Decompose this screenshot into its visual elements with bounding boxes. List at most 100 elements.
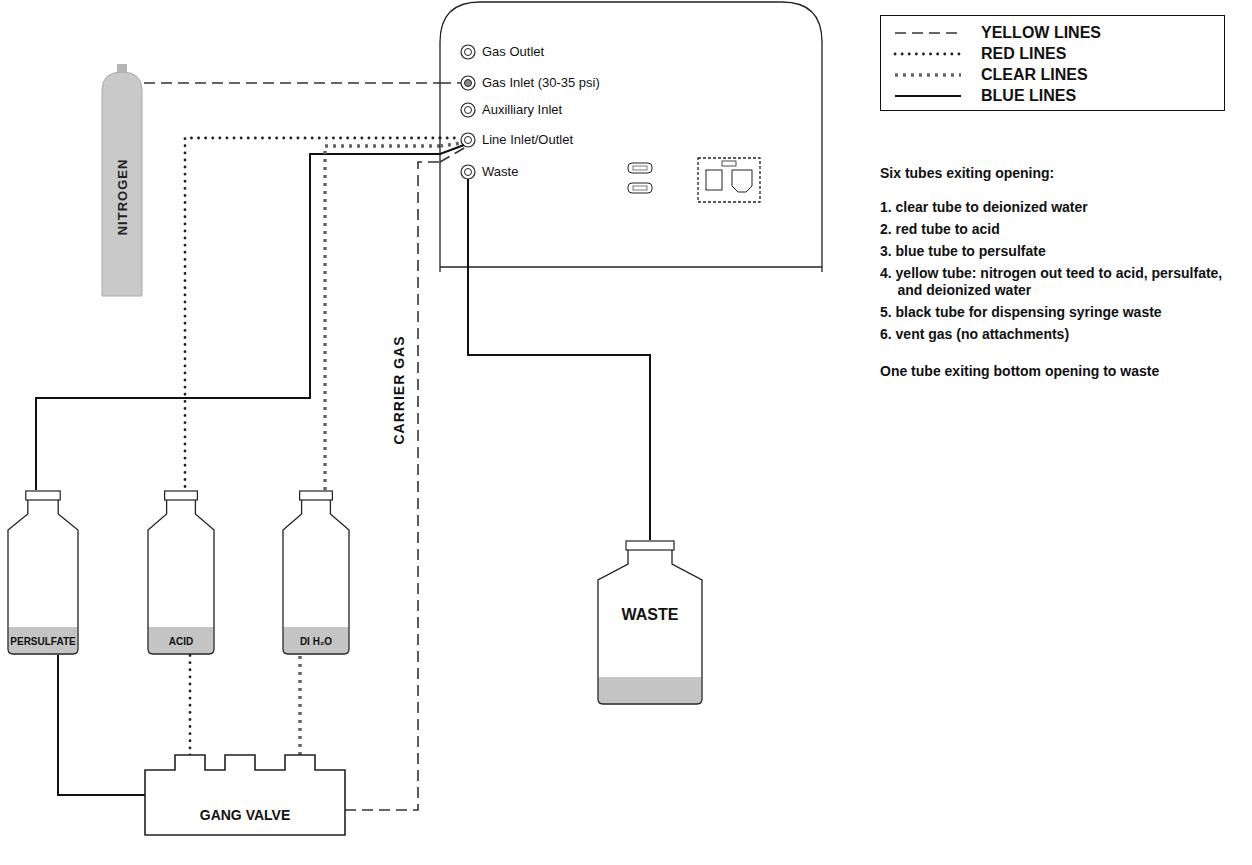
port-fitting <box>461 103 475 117</box>
port-label: Waste <box>482 164 518 180</box>
node-shape <box>145 755 345 835</box>
gas-cylinder: NITROGEN <box>100 70 144 296</box>
tube-stub <box>440 147 466 162</box>
bottle-cap <box>26 491 60 500</box>
bottle-outline <box>283 500 349 654</box>
port-fitting <box>465 137 472 144</box>
fuse-holder <box>722 161 736 166</box>
liquid-level <box>9 627 78 654</box>
node-shape <box>5 490 81 655</box>
legend-sample <box>893 25 965 41</box>
tube-stub <box>440 82 461 84</box>
power-socket <box>732 170 752 192</box>
gang-valve: GANG VALVE <box>145 755 345 835</box>
tube-stub <box>440 137 461 140</box>
bottle-cap <box>626 541 674 550</box>
tube-line <box>468 272 650 540</box>
tube-stub <box>440 143 462 146</box>
port-fitting <box>465 49 472 56</box>
note-text: 5. black tube for dispensing syringe was… <box>880 304 1242 321</box>
node-shape <box>280 490 352 655</box>
legend-sample <box>893 67 965 83</box>
bottle-cap <box>165 491 198 500</box>
legend-line-sample <box>895 95 961 97</box>
port-fitting <box>461 165 475 179</box>
note-text: 1. clear tube to deionized water <box>880 199 1242 216</box>
legend-sample <box>893 46 965 62</box>
bottle-label: DI H₂O <box>300 636 332 648</box>
bottle-label: WASTE <box>622 609 679 621</box>
tube-line <box>185 138 440 490</box>
legend-line-sample <box>895 73 961 77</box>
port-fitting <box>461 76 475 90</box>
serial-connector <box>633 186 647 190</box>
note-text: 3. blue tube to persulfate <box>880 243 1242 260</box>
cylinder-valve <box>117 64 127 72</box>
serial-connector <box>628 183 652 193</box>
note-text: 6. vent gas (no attachments) <box>880 326 1242 343</box>
legend-text: YELLOW LINES <box>981 24 1101 42</box>
analyzer-housing: Gas OutletGas Inlet (30-35 psi) Auxilliar… <box>440 2 822 272</box>
housing-shelf <box>440 266 822 267</box>
legend-text: BLUE LINES <box>981 87 1076 105</box>
bottle-outline <box>598 550 702 704</box>
reagent-bottle: DI H₂O <box>280 490 352 655</box>
legend-box: YELLOW LINES RED LINES CLEAR LINES BLUE LIN… <box>880 15 1225 111</box>
bottle-label: PERSULFATE <box>10 636 75 648</box>
serial-connector <box>633 166 647 170</box>
tube-line <box>325 146 440 490</box>
port-label: Gas Inlet (30-35 psi) <box>482 75 600 91</box>
tube-line <box>298 655 302 755</box>
legend-row: YELLOW LINES <box>881 23 1224 43</box>
liquid-level <box>149 627 214 654</box>
port-label: Gas Outlet <box>482 44 544 60</box>
node-shape <box>145 490 217 655</box>
cylinder-outline <box>102 72 142 296</box>
tube-line <box>144 82 440 84</box>
bottle-cap <box>300 491 333 500</box>
legend-row: RED LINES <box>881 44 1224 64</box>
valve-outline <box>145 755 345 835</box>
port-fitting <box>465 107 472 114</box>
reagent-bottle: PERSULFATE <box>5 490 81 655</box>
port-fitting <box>465 80 472 87</box>
tube-line <box>58 655 145 795</box>
port-label: Line Inlet/Outlet <box>482 132 573 148</box>
legend-text: RED LINES <box>981 45 1066 63</box>
liquid-level <box>599 677 702 704</box>
notes-block: Six tubes exiting opening: 1. clear tube … <box>880 165 1242 380</box>
reagent-bottle: ACID <box>145 490 217 655</box>
port-fitting <box>465 169 472 176</box>
tube-line <box>189 655 192 755</box>
bottle-label: ACID <box>169 636 193 648</box>
bottle-outline <box>148 500 214 654</box>
port-label: Auxilliary Inlet <box>482 102 562 118</box>
note-text: One tube exiting bottom opening to waste <box>880 363 1242 380</box>
waste-bottle: WASTE <box>595 540 705 705</box>
port-fitting <box>461 45 475 59</box>
legend-line-sample <box>895 53 961 56</box>
power-module <box>698 158 760 202</box>
note-text: 4. yellow tube: nitrogen out teed to aci… <box>880 265 1242 299</box>
legend-line-sample <box>895 32 961 34</box>
bottle-outline <box>8 500 78 654</box>
valve-label: GANG VALVE <box>200 807 291 823</box>
power-switch <box>706 170 722 190</box>
tube-line <box>345 162 440 810</box>
legend-row: BLUE LINES <box>881 86 1224 106</box>
note-text: 2. red tube to acid <box>880 221 1242 238</box>
serial-connector <box>628 163 652 173</box>
housing-outline <box>440 2 822 272</box>
note-text: Six tubes exiting opening: <box>880 165 1242 182</box>
line-label: CARRIER GAS <box>390 332 408 447</box>
legend-sample <box>893 88 965 104</box>
legend-row: CLEAR LINES <box>881 65 1224 85</box>
node-shape <box>595 540 705 705</box>
liquid-level <box>284 627 349 654</box>
legend-text: CLEAR LINES <box>981 66 1088 84</box>
tube-stub <box>467 179 469 272</box>
cylinder-label: NITROGEN <box>115 158 130 235</box>
tube-line <box>36 154 440 490</box>
